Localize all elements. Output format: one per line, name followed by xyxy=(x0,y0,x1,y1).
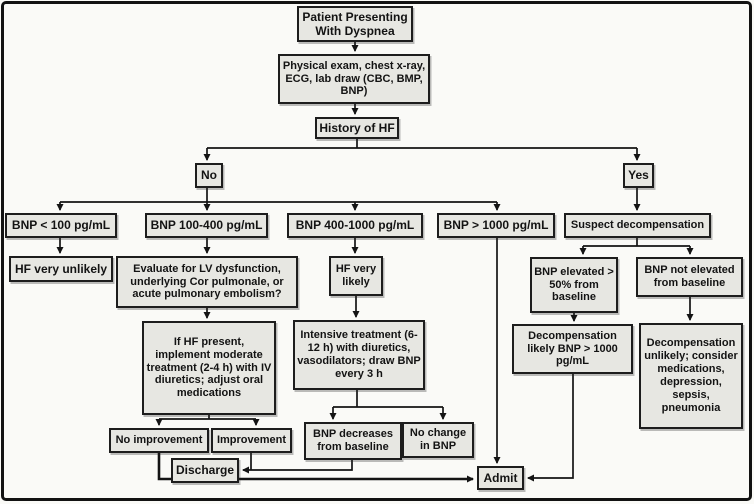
node-moderate-treatment: If HF present, implement moderate treatm… xyxy=(142,321,276,415)
node-bnp-under-100: BNP < 100 pg/mL xyxy=(5,213,117,238)
node-no-improvement: No improvement xyxy=(109,428,209,453)
node-decompensation-unlikely: Decompensation unlikely; consider medica… xyxy=(639,323,743,429)
node-patient-presenting: Patient Presenting With Dyspnea xyxy=(297,6,413,42)
node-intensive-treatment: Intensive treatment (6-12 h) with diuret… xyxy=(293,320,425,390)
node-bnp-elevated-50pct: BNP elevated > 50% from baseline xyxy=(530,257,618,313)
node-bnp-over-1000: BNP > 1000 pg/mL xyxy=(437,213,555,238)
node-bnp-100-400: BNP 100-400 pg/mL xyxy=(145,213,268,238)
node-discharge: Discharge xyxy=(171,458,239,483)
node-improvement: Improvement xyxy=(211,428,292,453)
node-no-change-in-bnp: No change in BNP xyxy=(402,422,474,458)
node-decompensation-likely: Decompensation likely BNP > 1000 pg/mL xyxy=(512,324,633,374)
node-bnp-not-elevated: BNP not elevated from baseline xyxy=(636,257,743,297)
node-bnp-400-1000: BNP 400-1000 pg/mL xyxy=(287,213,423,238)
node-branch-yes: Yes xyxy=(623,163,654,188)
node-hf-very-likely: HF very likely xyxy=(329,256,383,296)
node-history-of-hf: History of HF xyxy=(315,117,399,139)
node-bnp-decreases: BNP decreases from baseline xyxy=(304,422,402,460)
node-admit: Admit xyxy=(477,466,524,490)
node-branch-no: No xyxy=(195,163,223,188)
node-evaluate-lv-dysfunction: Evaluate for LV dysfunction, underlying … xyxy=(116,256,298,308)
node-suspect-decompensation: Suspect decompensation xyxy=(564,213,711,238)
node-hf-very-unlikely: HF very unlikely xyxy=(9,256,113,282)
node-physical-exam: Physical exam, chest x-ray, ECG, lab dra… xyxy=(278,54,430,104)
